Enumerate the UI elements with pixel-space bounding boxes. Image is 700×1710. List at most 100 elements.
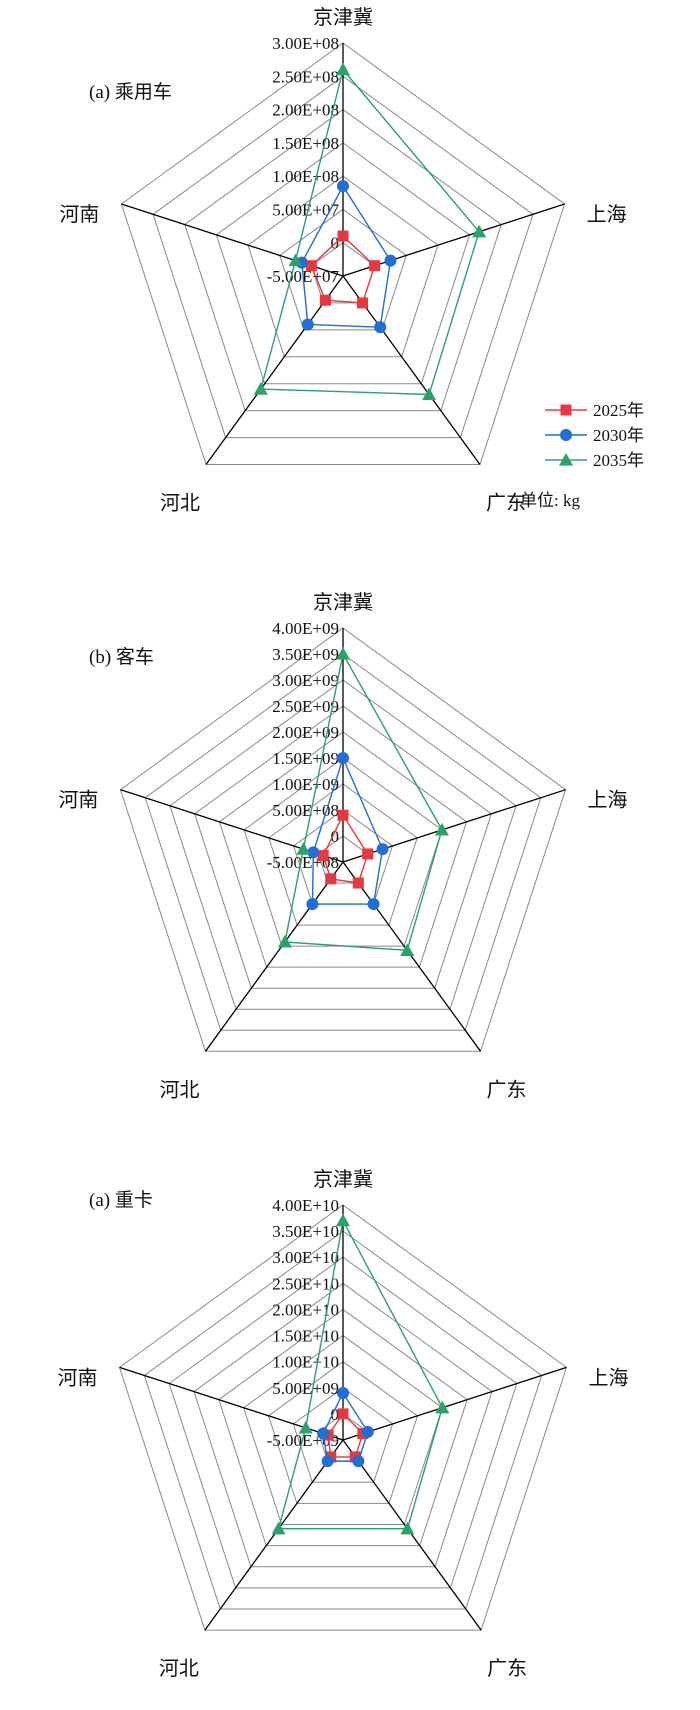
axis-label-axis-1: 上海 bbox=[588, 1366, 628, 1389]
tick-label: 1.00E+09 bbox=[272, 775, 339, 794]
data-point bbox=[337, 752, 349, 764]
data-point bbox=[336, 647, 350, 660]
data-point bbox=[301, 318, 314, 331]
data-point bbox=[352, 1455, 365, 1468]
data-point bbox=[253, 382, 268, 395]
data-point bbox=[367, 898, 380, 911]
series-2 bbox=[317, 1387, 374, 1468]
tick-label: 1.00E+08 bbox=[272, 167, 339, 186]
data-point bbox=[325, 873, 337, 885]
tick-label: 3.00E+10 bbox=[272, 1248, 339, 1267]
data-point bbox=[277, 934, 292, 948]
grid-ring bbox=[218, 731, 468, 968]
tick-label: 3.50E+09 bbox=[272, 645, 339, 664]
grid-ring bbox=[193, 1282, 493, 1568]
grid-ring bbox=[152, 75, 534, 439]
legend-marker bbox=[560, 429, 572, 441]
grid-ring bbox=[267, 1361, 419, 1504]
axis-spoke bbox=[342, 1439, 482, 1631]
data-point bbox=[306, 898, 319, 911]
data-point bbox=[434, 822, 449, 836]
grid-ring bbox=[247, 175, 439, 358]
series-line bbox=[322, 1391, 369, 1462]
legend-marker bbox=[559, 453, 573, 466]
data-point bbox=[376, 843, 389, 856]
axis-label-axis-0: 京津冀 bbox=[313, 591, 373, 614]
data-point bbox=[336, 62, 350, 76]
data-point bbox=[352, 877, 364, 889]
grid-ring bbox=[143, 1230, 543, 1610]
axis-label-axis-2: 广东 bbox=[486, 492, 526, 515]
axis-spoke bbox=[342, 861, 482, 1052]
axis-label-axis-4: 河南 bbox=[58, 1366, 98, 1389]
data-point bbox=[362, 848, 374, 860]
tick-label: 4.00E+10 bbox=[272, 1196, 339, 1215]
radar-panel-3: -5.00E+0905.00E+091.00E+101.50E+102.00E+… bbox=[58, 1168, 629, 1680]
axis-label-axis-2: 广东 bbox=[487, 1657, 527, 1680]
legend-marker bbox=[560, 404, 572, 416]
axis-label-axis-1: 上海 bbox=[588, 789, 628, 812]
axis-label-axis-3: 河北 bbox=[160, 492, 200, 515]
data-point bbox=[472, 224, 487, 238]
panel-title: (a) 乘用车 bbox=[89, 81, 172, 103]
panel-title: (b) 客车 bbox=[89, 646, 154, 668]
legend-label: 2030年 bbox=[593, 426, 644, 445]
axis-label-axis-4: 河南 bbox=[59, 203, 99, 226]
data-point bbox=[337, 1387, 349, 1399]
data-point bbox=[305, 260, 317, 272]
data-point bbox=[357, 297, 369, 309]
axis-label-axis-0: 京津冀 bbox=[313, 1168, 373, 1191]
data-point bbox=[317, 850, 329, 862]
legend-label: 2035年 bbox=[593, 451, 644, 470]
axis-label-axis-3: 河北 bbox=[159, 1078, 199, 1101]
tick-label: 1.00E+10 bbox=[272, 1353, 339, 1372]
data-point bbox=[435, 1400, 450, 1414]
radar-panel-2: -5.00E+0805.00E+081.00E+091.50E+092.00E+… bbox=[58, 591, 627, 1101]
tick-label: 0 bbox=[331, 827, 340, 846]
grid-ring bbox=[168, 1256, 518, 1589]
grid-ring bbox=[120, 42, 566, 466]
tick-label: 5.00E+09 bbox=[272, 1379, 339, 1398]
grid-ring bbox=[144, 653, 542, 1031]
series-1 bbox=[305, 230, 381, 309]
axis-label-axis-1: 上海 bbox=[587, 203, 627, 226]
data-point bbox=[384, 254, 397, 267]
series-line bbox=[259, 68, 480, 396]
series-line bbox=[284, 652, 443, 952]
tick-label: 2.50E+10 bbox=[272, 1274, 339, 1293]
tick-label: 2.50E+09 bbox=[272, 697, 339, 716]
tick-label: 3.00E+09 bbox=[272, 671, 339, 690]
grid-ring bbox=[243, 1334, 443, 1525]
data-point bbox=[307, 846, 320, 859]
tick-label: 2.00E+08 bbox=[272, 101, 339, 120]
grid-ring bbox=[268, 783, 418, 926]
grid-ring bbox=[169, 679, 517, 1010]
axis-label-axis-2: 广东 bbox=[487, 1078, 527, 1101]
radar-panel-1: -5.00E+0705.00E+071.00E+081.50E+082.00E+… bbox=[59, 6, 626, 515]
tick-label: 2.50E+08 bbox=[272, 67, 339, 86]
series-1 bbox=[322, 1408, 369, 1463]
data-point bbox=[400, 943, 415, 956]
axis-label-axis-0: 京津冀 bbox=[313, 6, 373, 29]
axis-label-axis-3: 河北 bbox=[159, 1657, 199, 1680]
grid-ring bbox=[279, 208, 407, 331]
grid-ring bbox=[194, 705, 492, 989]
series-3 bbox=[277, 647, 449, 956]
tick-label: 1.50E+10 bbox=[272, 1327, 339, 1346]
series-line bbox=[277, 1218, 444, 1530]
tick-label: 4.00E+09 bbox=[272, 619, 339, 638]
data-point bbox=[271, 1521, 286, 1535]
tick-label: 3.50E+10 bbox=[272, 1222, 339, 1241]
data-point bbox=[288, 253, 303, 267]
axis-spoke bbox=[205, 275, 344, 465]
data-point bbox=[400, 1521, 415, 1535]
data-point bbox=[336, 1213, 350, 1227]
grid-ring bbox=[184, 108, 502, 412]
panel-title: (a) 重卡 bbox=[89, 1189, 153, 1211]
legend-label: 2025年 bbox=[593, 401, 644, 420]
series-line bbox=[301, 184, 392, 328]
tick-label: 0 bbox=[331, 1405, 340, 1424]
